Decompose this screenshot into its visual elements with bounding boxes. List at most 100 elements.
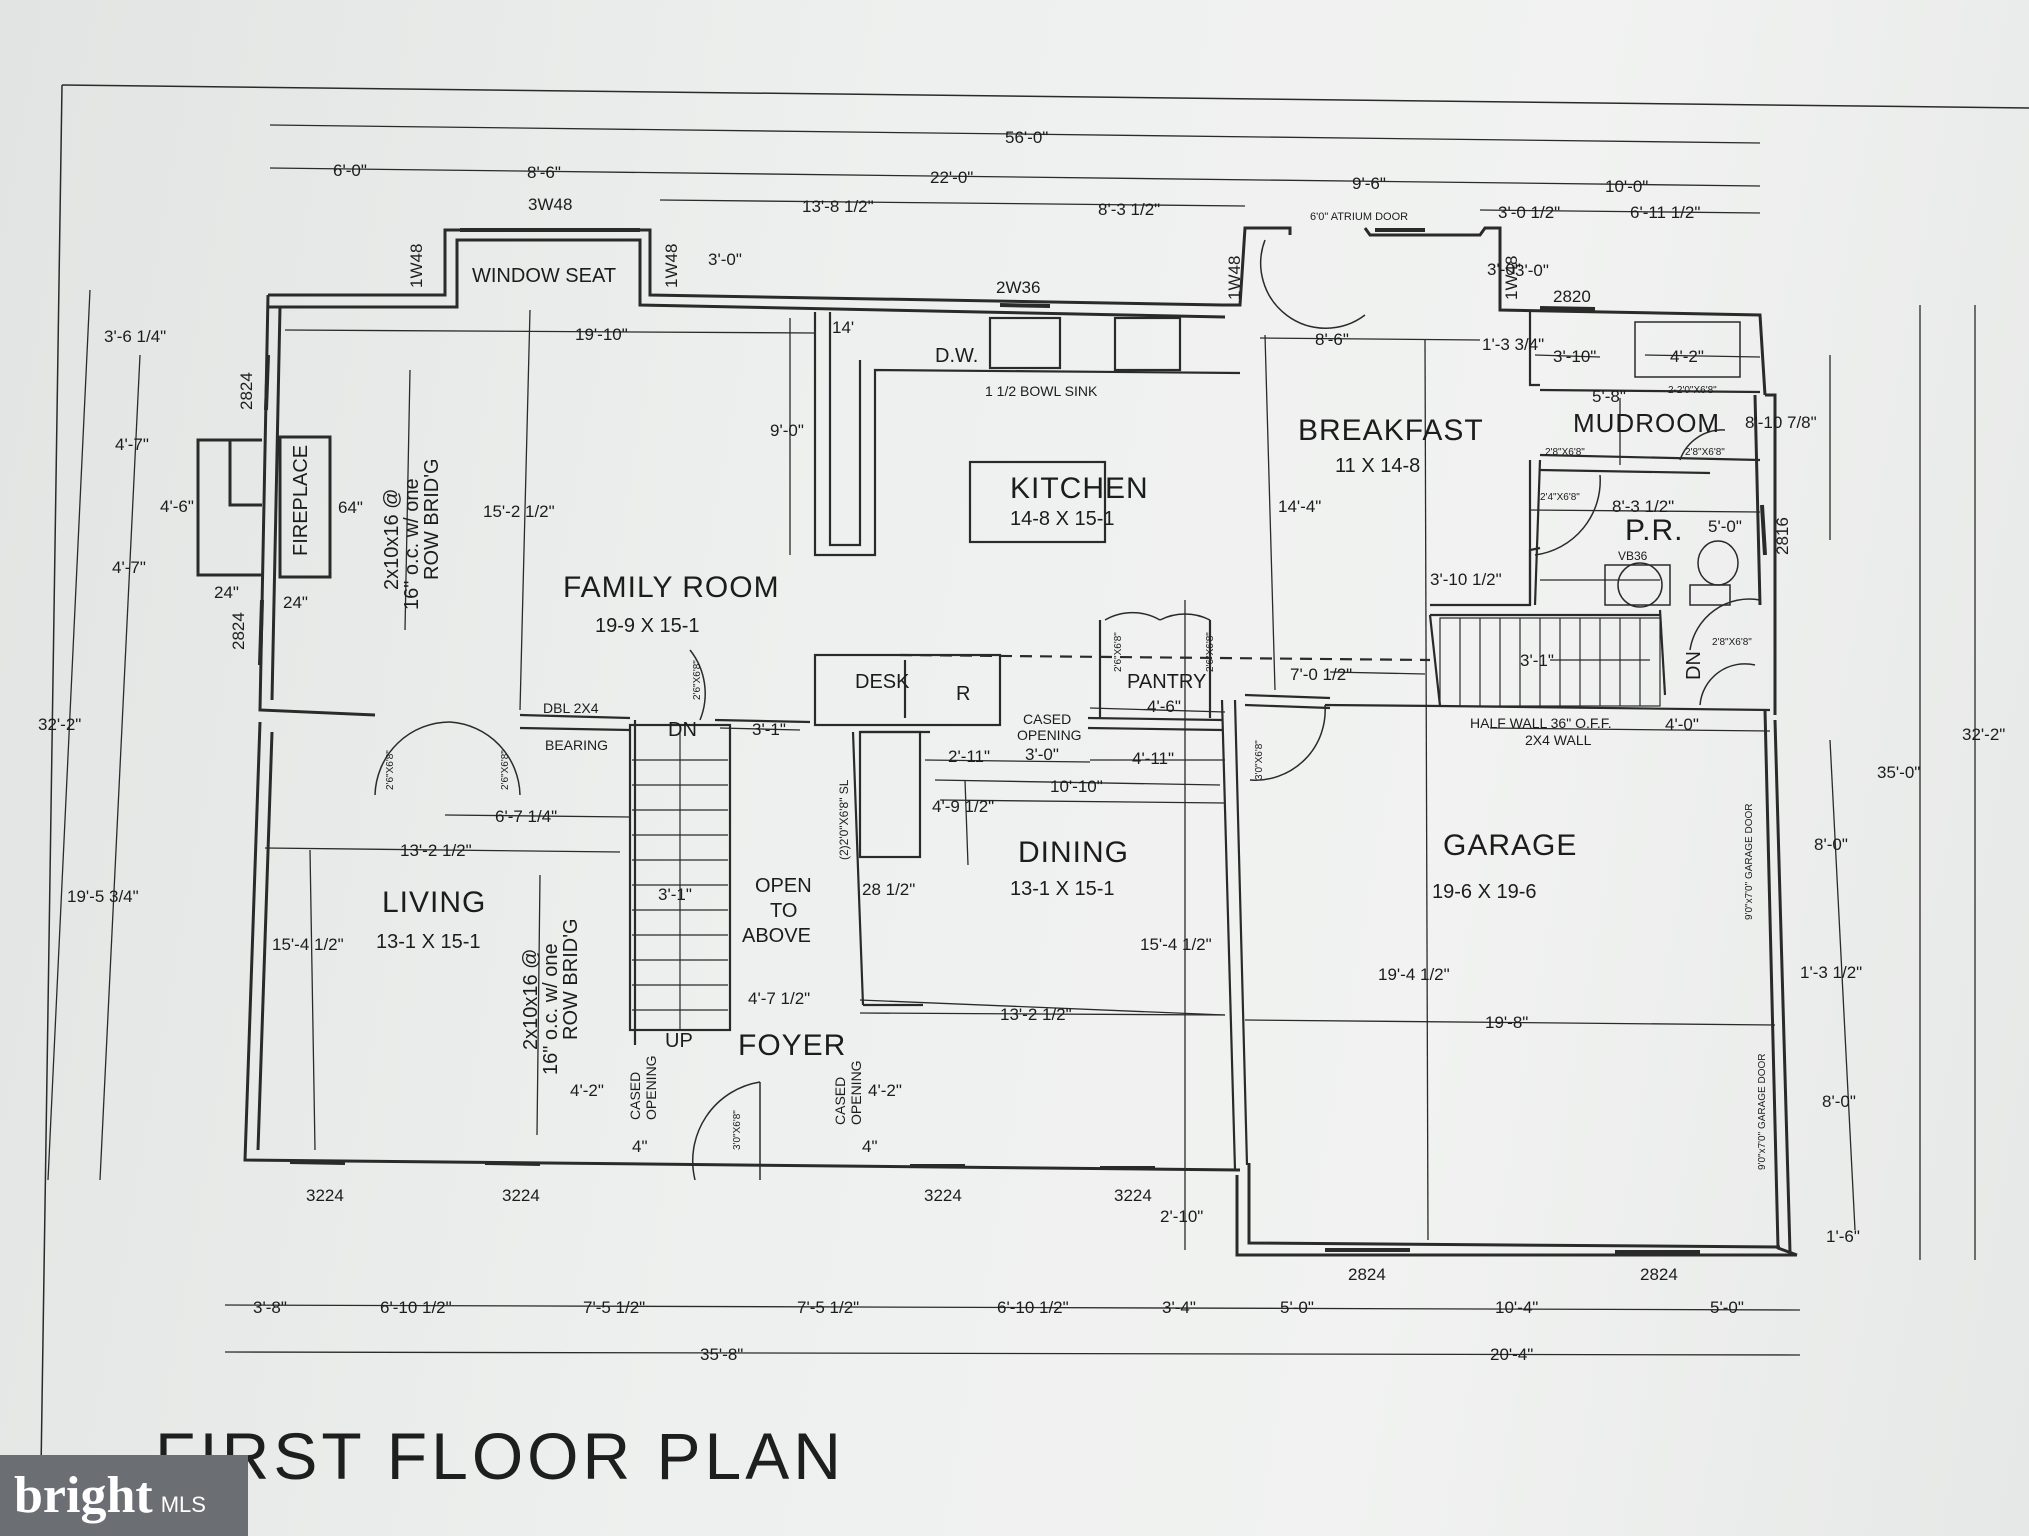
open-to-above-line1: OPEN	[755, 875, 812, 897]
dim-int-40: 4'-2"	[868, 1081, 902, 1100]
half-wall-label: HALF WALL 36" O.F.F.	[1470, 715, 1612, 731]
dim-int-28: 4'-9 1/2"	[932, 797, 994, 816]
cased-opening-label-1: CASED	[1023, 711, 1071, 727]
open-to-above-line2: TO	[770, 900, 797, 922]
dim-int-35: 19'-4 1/2"	[1378, 965, 1450, 984]
door-size-2: 2'6"X6'8"	[500, 750, 511, 790]
door-size-8: 2'8"X6'8"	[1685, 447, 1725, 458]
dim-int-31: 3'-1"	[658, 885, 692, 904]
dim-int-9: 8'-6"	[1315, 330, 1349, 349]
dim-int-19: 3'-1"	[1520, 651, 1554, 670]
family-room-label: FAMILY ROOM	[563, 571, 780, 604]
dim-int-42: 4"	[862, 1137, 878, 1156]
door-size-11: 2'8"X6'8"	[1712, 637, 1752, 648]
dim-top-3: 22'-0"	[930, 168, 973, 187]
dim-int-8: 24"	[283, 593, 308, 612]
dim-bottom-7: 5'-0"	[1280, 1298, 1314, 1317]
joist-note-1b: 16" o.c. w/ one	[401, 478, 423, 610]
joist-note-2b: 16" o.c. w/ one	[540, 943, 562, 1075]
window-2w36: 2W36	[996, 278, 1040, 297]
dim-right-seg-3: 1'-3 1/2"	[1800, 963, 1862, 982]
dim-right-seg-1: 8'-10 7/8"	[1745, 413, 1817, 432]
pantry-label: PANTRY	[1127, 671, 1206, 693]
dim-top-overall: 56'-0"	[1005, 128, 1048, 147]
dim-bottom-5: 6'-10 1/2"	[997, 1298, 1069, 1317]
interior-walls	[519, 310, 1771, 1171]
dim-left-seg-2: 4'-7"	[115, 435, 149, 454]
dim-int-23: 3'-1"	[752, 720, 786, 739]
dining-room-label: DINING	[1018, 836, 1129, 869]
desk-label: DESK	[855, 671, 910, 693]
watermark-suffix: MLS	[160, 1491, 206, 1517]
dim-bottom-9: 5'-0"	[1710, 1298, 1744, 1317]
dbl-2x4-label: DBL 2X4	[543, 700, 599, 716]
dim-top-5: 10'-0"	[1605, 177, 1648, 196]
dim-top-6: 13'-8 1/2"	[802, 197, 874, 216]
window-2824-a: 2824	[237, 372, 256, 410]
dim-int-6: 64"	[338, 498, 363, 517]
dim-int-29: 6'-7 1/4"	[495, 807, 557, 826]
dim-left-seg-3: 4'-6"	[160, 497, 194, 516]
dim-left-seg-1: 3'-6 1/4"	[104, 327, 166, 346]
window-marks	[258, 228, 1767, 1254]
breakfast-size: 11 X 14-8	[1335, 455, 1420, 477]
dim-int-21: 4'-6"	[1147, 697, 1181, 716]
dim-int-25: 3'-0"	[1025, 745, 1059, 764]
door-size-10: 2-2'0"X6'8"	[1668, 385, 1717, 396]
dim-top-9: 6'-11 1/2"	[1630, 203, 1700, 222]
dim-int-36: 4'-7 1/2"	[748, 989, 810, 1008]
garage-door-label-1: 9'0"x7'0" GARAGE DOOR	[1744, 803, 1755, 920]
dim-int-27: 10'-10"	[1050, 777, 1103, 796]
bright-mls-watermark: bright MLS	[0, 1455, 248, 1536]
door-size-6: (2)2'0"X6'8" SL	[837, 779, 851, 860]
door-size-9: 2'4"X6'8"	[1540, 492, 1580, 503]
dim-bottom-8: 10'-4"	[1495, 1298, 1538, 1317]
dim-right-35: 35'-0"	[1877, 763, 1920, 782]
window-2824-d: 2824	[1640, 1265, 1678, 1284]
dim-int-26: 4'-11"	[1132, 749, 1174, 768]
door-size-5: 3'0"X6'8"	[732, 1110, 743, 1150]
exterior-walls	[196, 226, 1798, 1257]
dim-int-43: 2'-10"	[1160, 1207, 1203, 1226]
family-room-size: 19-9 X 15-1	[595, 615, 700, 637]
fireplace-label: FIREPLACE	[290, 445, 312, 556]
foyer-label: FOYER	[738, 1029, 846, 1062]
window-3w48: 3W48	[528, 195, 572, 214]
dim-bottom-2: 6'-10 1/2"	[380, 1298, 452, 1317]
dim-int-10: 3'-0"	[1487, 260, 1521, 279]
dim-int-7: 24"	[214, 583, 239, 602]
dim-int-11: 1'-3 3/4"	[1482, 335, 1544, 354]
living-room-label: LIVING	[382, 886, 486, 919]
garage-door-label-2: 9'0"x7'0" GARAGE DOOR	[1757, 1053, 1768, 1170]
dim-right-seg-4: 8'-0"	[1822, 1092, 1856, 1111]
window-seat-label: WINDOW SEAT	[472, 265, 616, 287]
dim-int-12: 3'-10"	[1553, 347, 1596, 366]
window-2824-b: 2824	[229, 612, 248, 650]
dim-int-24: 2'-11"	[948, 747, 990, 766]
window-1w48-a: 1W48	[407, 244, 426, 288]
dim-int-32: 28 1/2"	[862, 880, 915, 899]
cased-opening-label-2: OPENING	[1017, 727, 1082, 743]
dim-bottom-overall-1: 35'-8"	[700, 1345, 743, 1364]
dim-int-37: 13'-2 1/2"	[1000, 1005, 1072, 1024]
door-size-1: 2'6"X6'8"	[385, 750, 396, 790]
cased-opening-left-1: CASED	[627, 1072, 643, 1120]
window-1w48-c: 1W48	[1225, 256, 1244, 300]
kitchen-size: 14-8 X 15-1	[1010, 508, 1115, 530]
dim-int-3: 14'	[832, 318, 854, 337]
joist-note-1c: ROW BRID'G	[421, 458, 443, 580]
garage-size: 19-6 X 19-6	[1432, 881, 1537, 903]
wall-2x4-label: 2X4 WALL	[1525, 732, 1592, 748]
dim-int-38: 19'-8"	[1485, 1013, 1528, 1032]
dim-int-39: 4'-2"	[570, 1081, 604, 1100]
plan-title: FIRST FLOOR PLAN	[155, 1419, 845, 1493]
dim-right-seg-5: 1'-6"	[1826, 1227, 1860, 1246]
dim-int-33: 15'-4 1/2"	[272, 935, 344, 954]
cased-opening-left-2: OPENING	[643, 1055, 659, 1120]
stair-up-label: UP	[665, 1030, 693, 1052]
window-3224-c: 3224	[924, 1186, 962, 1205]
dim-int-44: 3'-0"	[1515, 261, 1549, 280]
dim-int-20: 7'-0 1/2"	[1290, 665, 1352, 684]
dim-top-4: 9'-6"	[1352, 174, 1386, 193]
